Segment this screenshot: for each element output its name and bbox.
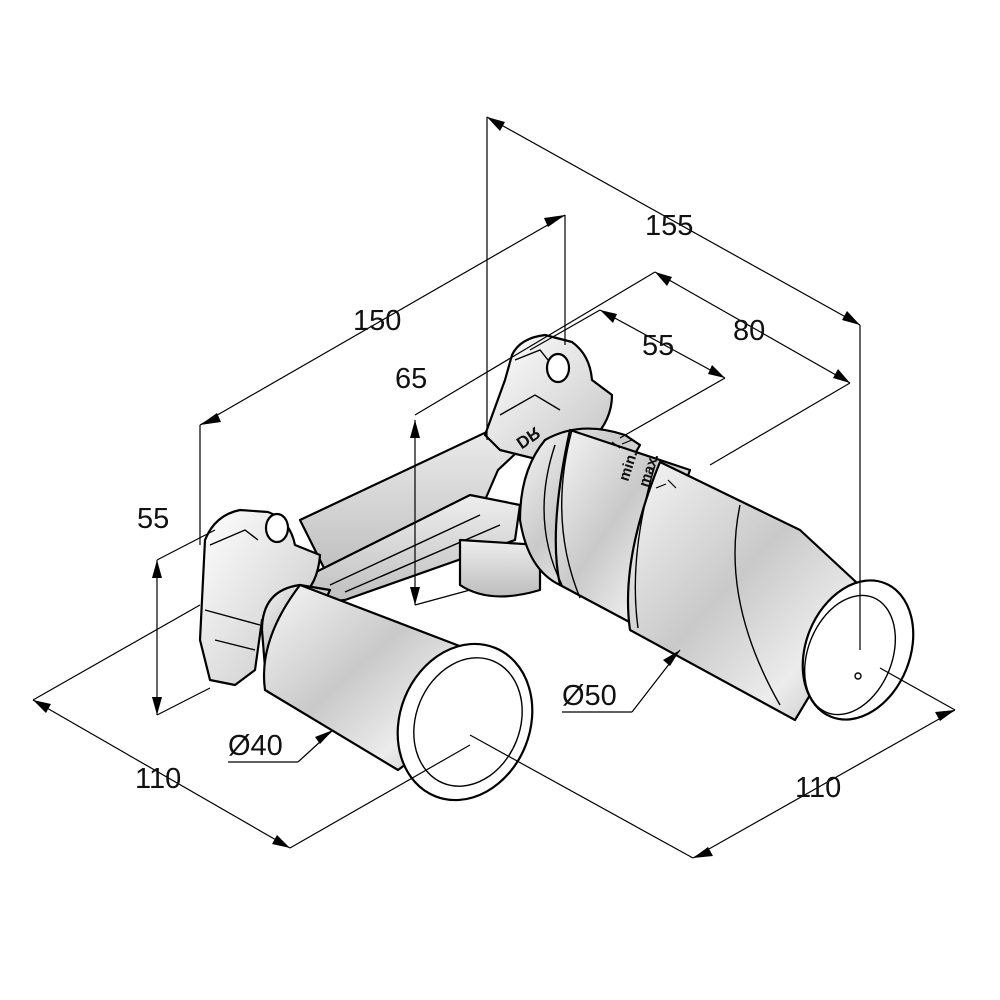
dim-110-left: 110 xyxy=(135,763,181,795)
dim-65: 65 xyxy=(395,363,427,395)
dimension-labels: 155 150 80 55 65 55 110 110 Ø40 Ø50 xyxy=(135,210,841,804)
dim-55-top: 55 xyxy=(642,330,674,362)
large-pipe-bore xyxy=(803,594,897,716)
large-pipe-end xyxy=(801,579,915,721)
small-pipe-bore xyxy=(413,657,523,787)
dim-dia-40: Ø40 xyxy=(228,730,283,762)
dim-150: 150 xyxy=(353,305,401,337)
front-bracket-hole xyxy=(264,512,290,544)
center-stub xyxy=(458,538,542,598)
dim-80: 80 xyxy=(733,315,765,347)
dimension-lines xyxy=(32,116,956,859)
small-pipe xyxy=(260,583,534,802)
dim-dia-50: Ø50 xyxy=(562,680,617,712)
rear-bracket-hole xyxy=(545,352,571,384)
dim-55-left: 55 xyxy=(137,503,169,535)
dim-110-right: 110 xyxy=(795,772,841,804)
large-pipe xyxy=(518,427,915,722)
dim-155: 155 xyxy=(645,210,693,242)
